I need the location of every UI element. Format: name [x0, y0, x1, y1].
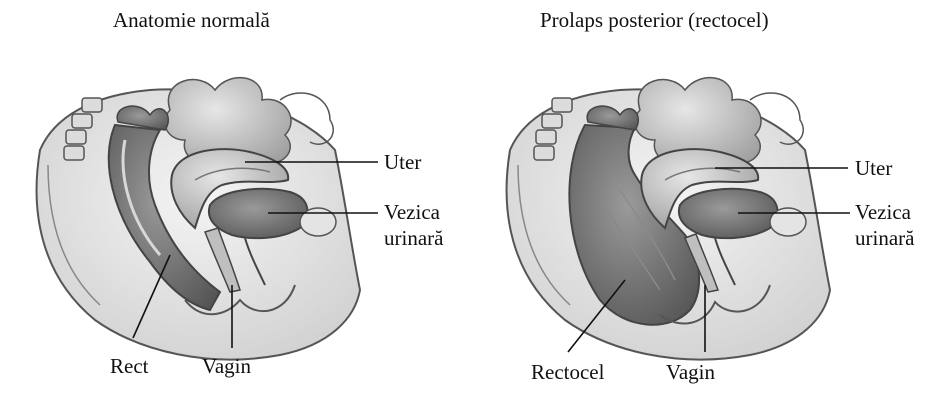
label-left-vezica-line2: urinară	[384, 226, 443, 250]
label-right-vagin: Vagin	[666, 360, 715, 384]
label-right-vezica-line1: Vezica	[855, 200, 911, 224]
label-left-vezica-line1: Vezica	[384, 200, 440, 224]
label-right-uter: Uter	[855, 156, 892, 180]
label-left-rect: Rect	[110, 354, 148, 378]
right-anatomy	[507, 78, 830, 360]
left-anatomy	[37, 78, 360, 360]
label-right-vezica-line2: urinară	[855, 226, 914, 250]
label-right-rectocel: Rectocel	[531, 360, 604, 384]
label-left-uter: Uter	[384, 150, 421, 174]
label-left-vagin: Vagin	[202, 354, 251, 378]
